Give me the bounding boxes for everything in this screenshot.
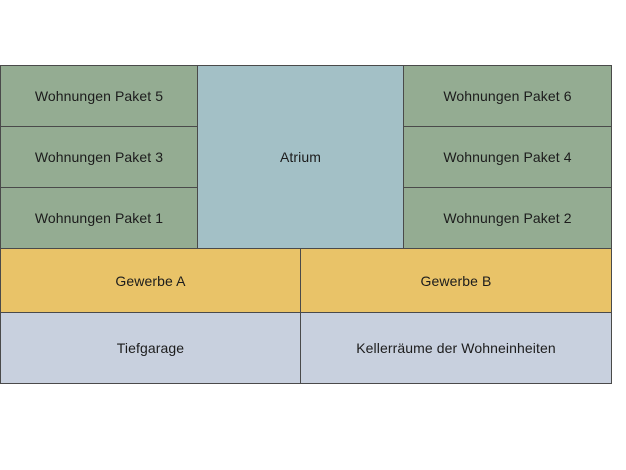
block-tiefgarage: Tiefgarage xyxy=(1,313,300,383)
block-wohnungen-paket-1: Wohnungen Paket 1 xyxy=(1,188,197,248)
block-wohnungen-paket-5: Wohnungen Paket 5 xyxy=(1,66,197,126)
block-kellerraeume: Kellerräume der Wohneinheiten xyxy=(301,313,611,383)
block-wohnungen-paket-2: Wohnungen Paket 2 xyxy=(404,188,611,248)
block-gewerbe-a: Gewerbe A xyxy=(1,249,300,312)
basement-section: Tiefgarage Kellerräume der Wohneinheiten xyxy=(1,313,611,383)
block-wohnungen-paket-3: Wohnungen Paket 3 xyxy=(1,127,197,187)
commercial-section: Gewerbe A Gewerbe B xyxy=(1,249,611,312)
building-structure-diagram: Wohnungen Paket 5 Atrium Wohnungen Paket… xyxy=(0,65,612,384)
block-atrium: Atrium xyxy=(198,66,403,248)
block-wohnungen-paket-6: Wohnungen Paket 6 xyxy=(404,66,611,126)
block-gewerbe-b: Gewerbe B xyxy=(301,249,611,312)
residential-section: Wohnungen Paket 5 Atrium Wohnungen Paket… xyxy=(1,66,611,248)
block-wohnungen-paket-4: Wohnungen Paket 4 xyxy=(404,127,611,187)
